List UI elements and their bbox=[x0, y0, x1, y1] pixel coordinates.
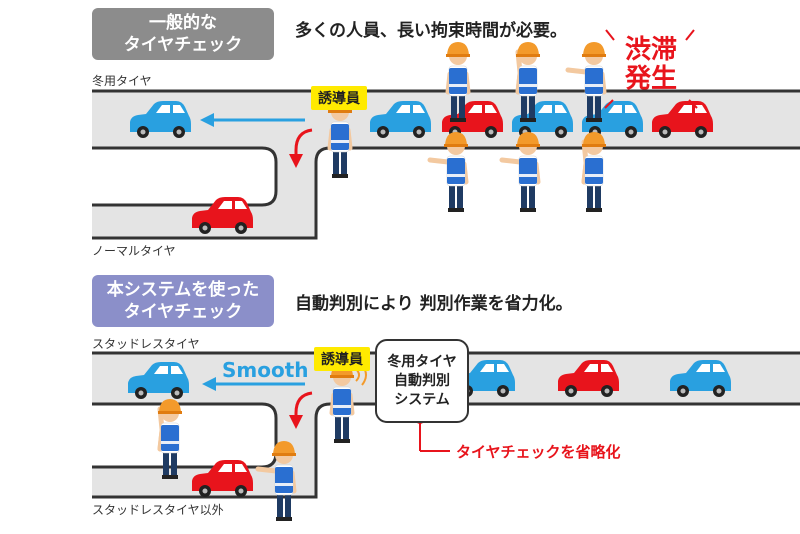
guide-tag-2: 誘導員 bbox=[314, 347, 370, 371]
jam-burst-lines bbox=[604, 29, 698, 109]
worker-icon bbox=[445, 42, 471, 122]
worker-icon bbox=[427, 132, 469, 212]
flow-arrow-icon bbox=[200, 113, 305, 127]
turn-arrow-icon bbox=[289, 391, 313, 429]
check-omitted-callout: タイヤチェックを省略化 bbox=[456, 443, 621, 461]
non-studless-road-label: スタッドレスタイヤ以外 bbox=[92, 503, 224, 517]
road-edge-middle-2 bbox=[92, 402, 278, 469]
system-check-panel: 本システムを使った タイヤチェック 自動判別により 判別作業を省力化。 スタッド… bbox=[0, 267, 800, 534]
main-road-2 bbox=[92, 353, 800, 497]
worker-icon bbox=[499, 132, 541, 212]
winter-tire-road-label: 冬用タイヤ bbox=[92, 74, 152, 88]
conventional-headline: 多くの人員、長い拘束時間が必要。 bbox=[295, 21, 567, 41]
road-edge-middle bbox=[92, 146, 278, 207]
system-badge: 本システムを使った タイヤチェック bbox=[92, 275, 274, 327]
auto-detection-system-box: 冬用タイヤ 自動判別 システム bbox=[375, 339, 469, 423]
system-road-illustration bbox=[92, 351, 800, 521]
worker-icon bbox=[255, 441, 297, 521]
system-headline: 自動判別により 判別作業を省力化。 bbox=[295, 294, 573, 314]
worker-icon bbox=[327, 98, 353, 178]
worker-icon bbox=[329, 363, 355, 443]
red-car-icon bbox=[652, 101, 713, 138]
worker-icon bbox=[515, 42, 540, 122]
red-car-icon bbox=[192, 460, 253, 497]
blue-car-icon bbox=[128, 362, 189, 399]
blue-car-icon bbox=[370, 101, 431, 138]
smooth-label: Smooth bbox=[222, 358, 309, 382]
road-edge-bottom-2 bbox=[92, 402, 800, 499]
worker-icon bbox=[581, 132, 606, 212]
turn-arrow-icon bbox=[289, 128, 313, 168]
blue-car-icon bbox=[670, 360, 731, 397]
conventional-check-panel: 一般的な タイヤチェック 多くの人員、長い拘束時間が必要。 冬用タイヤ ノーマル… bbox=[92, 8, 800, 258]
red-car-icon bbox=[192, 197, 253, 234]
worker-icon bbox=[157, 399, 182, 479]
worker-icon bbox=[565, 42, 607, 122]
guide-tag: 誘導員 bbox=[311, 86, 367, 110]
conventional-badge: 一般的な タイヤチェック bbox=[92, 8, 274, 60]
normal-tire-road-label: ノーマルタイヤ bbox=[92, 244, 176, 258]
studless-road-label: スタッドレスタイヤ bbox=[92, 337, 200, 351]
traffic-jam-label: 渋滞 発生 bbox=[624, 35, 677, 94]
blue-car-icon bbox=[130, 101, 191, 138]
conventional-road-illustration bbox=[92, 29, 800, 240]
flow-arrow-icon bbox=[202, 377, 305, 391]
red-car-icon bbox=[558, 360, 619, 397]
